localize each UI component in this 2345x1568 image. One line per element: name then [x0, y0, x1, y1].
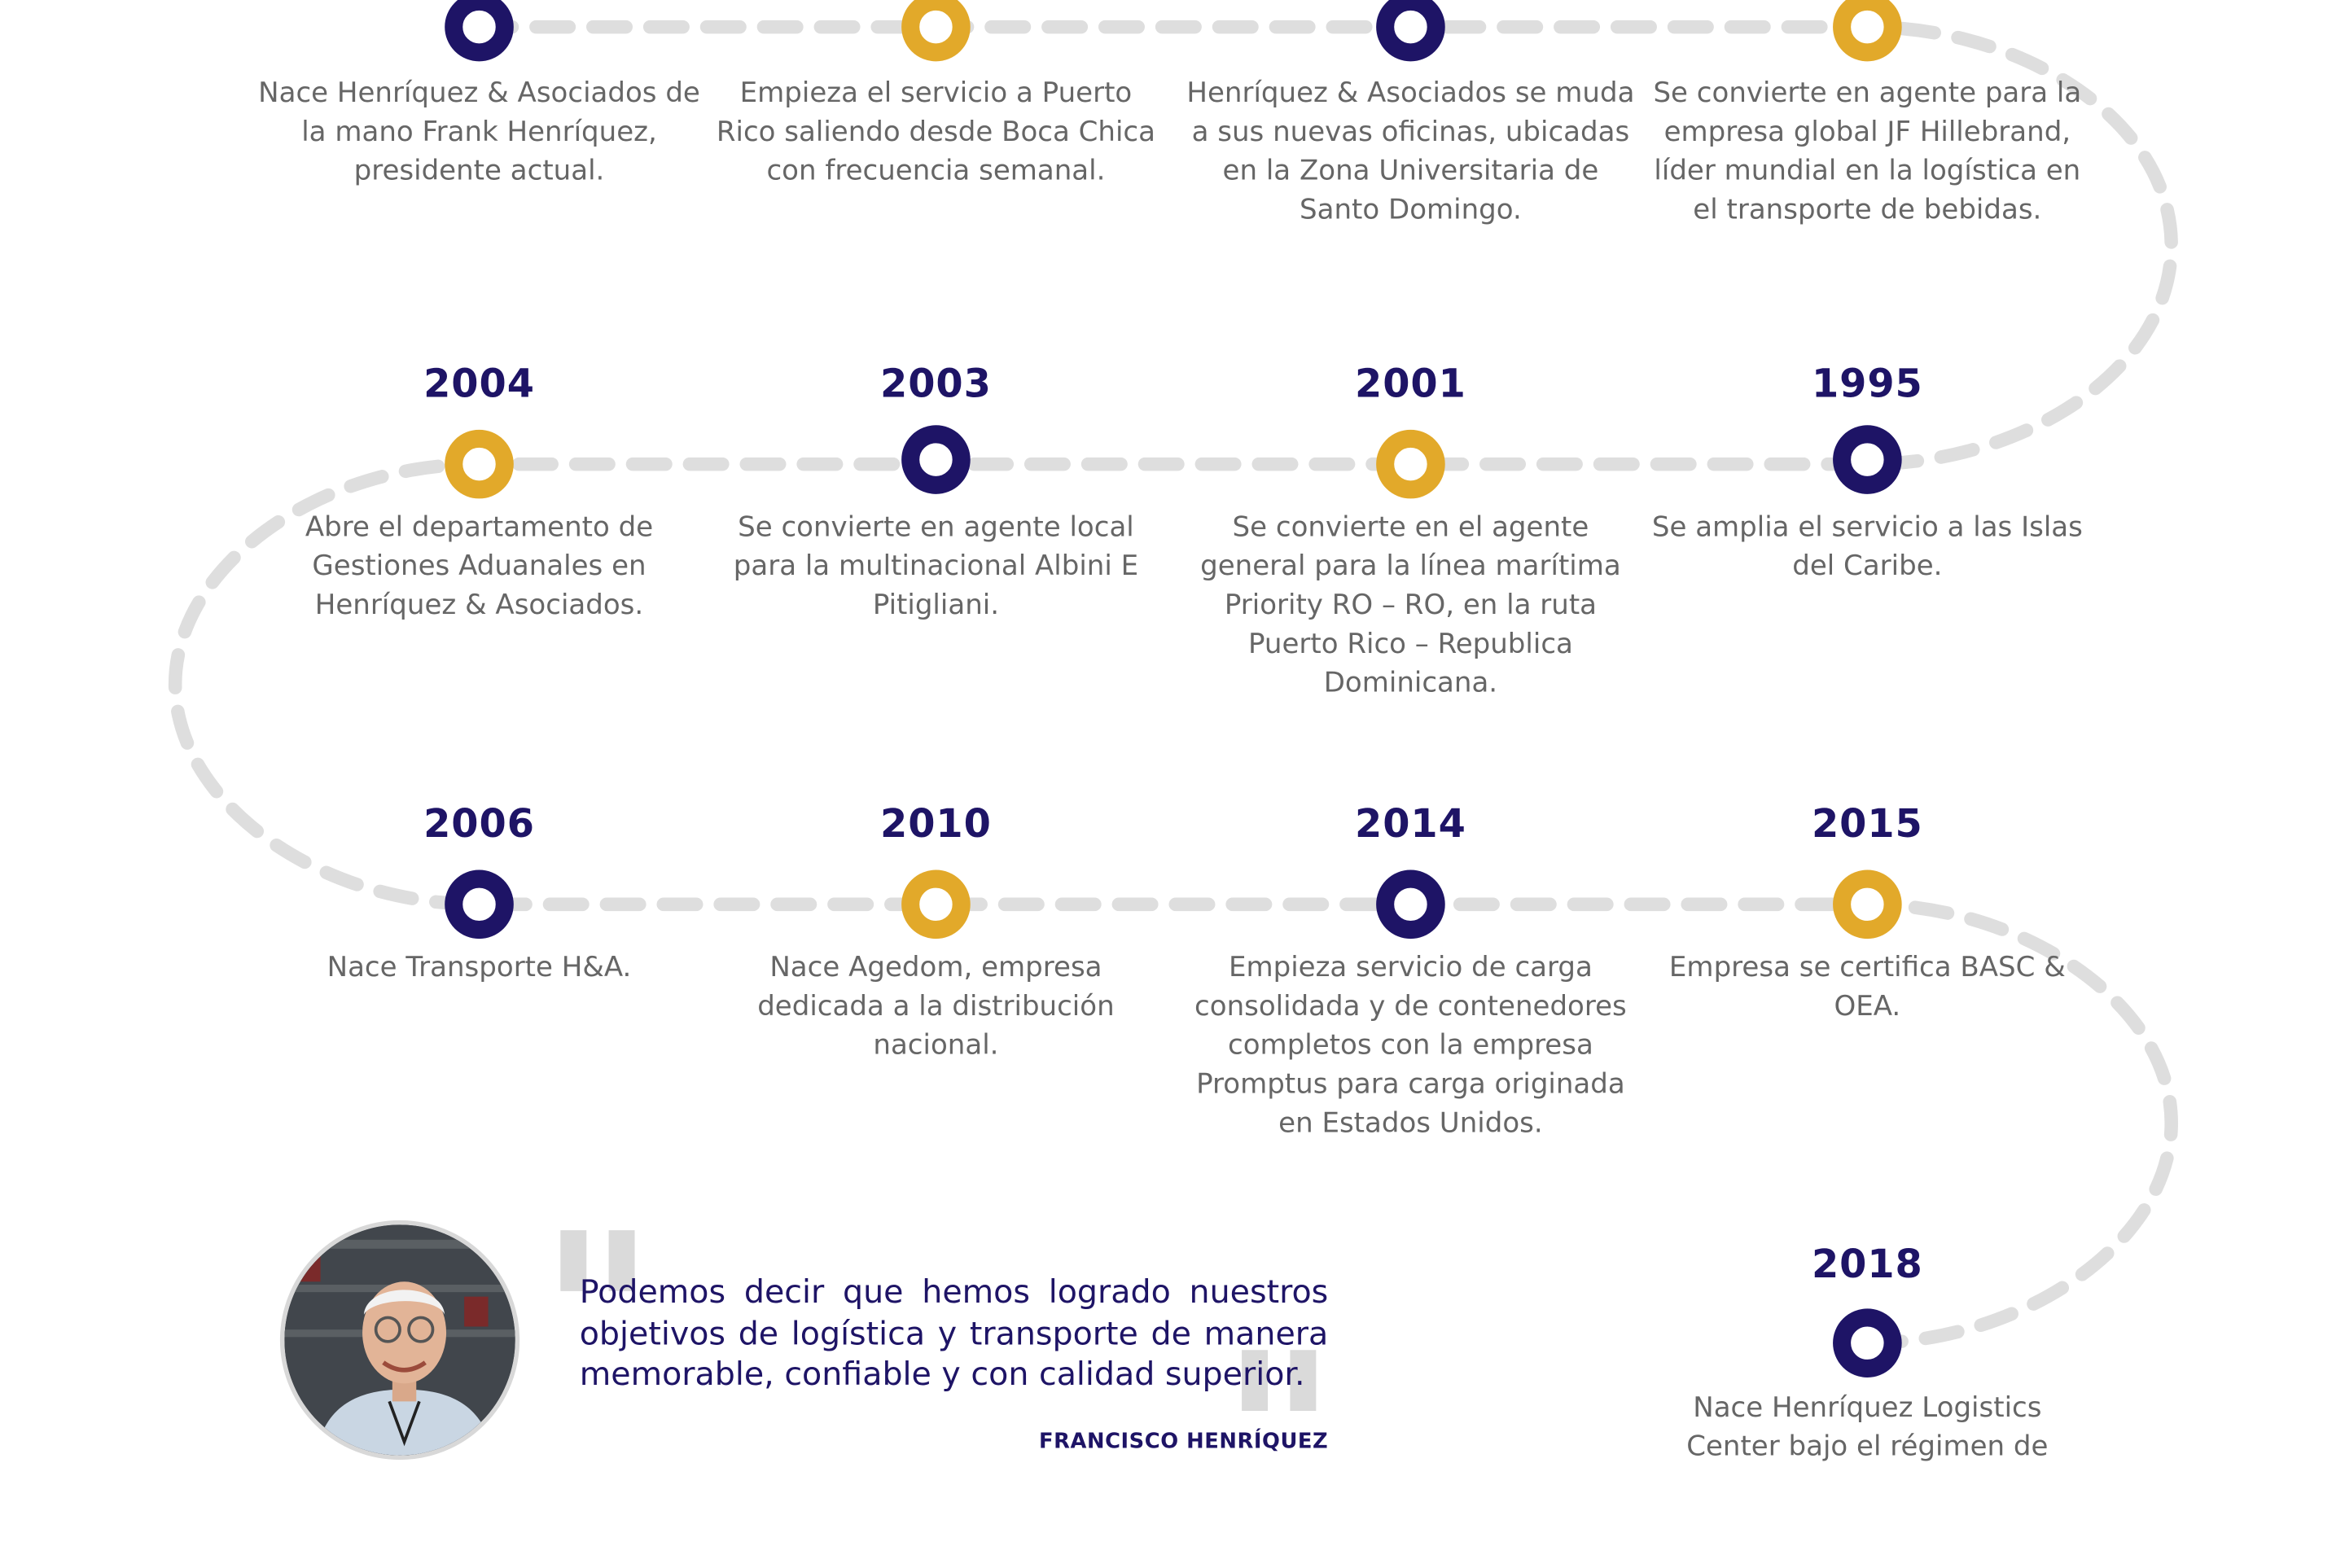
timeline-year: 2001 — [1355, 362, 1466, 408]
timeline-event-text: Empieza el servicio a Puerto Rico salien… — [716, 77, 1155, 187]
testimonial-author: FRANCISCO HENRÍQUEZ — [1038, 1430, 1329, 1454]
timeline-node — [901, 869, 971, 939]
timeline-node — [1376, 429, 1445, 499]
timeline-event-text: Empieza servicio de carga consolidada y … — [1194, 952, 1627, 1140]
timeline-event-text: Henríquez & Asociados se muda a sus nuev… — [1186, 77, 1635, 226]
timeline-node — [1376, 869, 1445, 939]
timeline-node — [901, 0, 971, 62]
timeline-year: 2010 — [880, 802, 992, 848]
timeline-year: 2015 — [1811, 802, 1923, 848]
timeline-node — [445, 869, 514, 939]
timeline-event-text: Empresa se certifica BASC & OEA. — [1668, 952, 2066, 1023]
timeline-event-text: Se convierte en el agente general para l… — [1200, 511, 1621, 699]
timeline-year: 1995 — [1811, 362, 1923, 408]
timeline-event-text: Se amplia el servicio a las Islas del Ca… — [1651, 511, 2083, 583]
timeline-year: 2014 — [1355, 802, 1466, 848]
timeline-event-text: Nace Henríquez & Asociados de la mano Fr… — [258, 77, 700, 187]
avatar — [279, 1220, 520, 1461]
timeline-node — [1833, 869, 1902, 939]
timeline-event-text: Nace Transporte H&A. — [327, 952, 632, 984]
history-timeline-page: Nace Henríquez & Asociados de la mano Fr… — [168, 0, 2178, 1549]
testimonial-quote: Podemos decir que hemos logrado nuestros… — [579, 1274, 1329, 1395]
timeline-event-text: Se convierte en agente local para la mul… — [733, 511, 1139, 622]
timeline-event-text: Abre el departamento de Gestiones Aduana… — [305, 511, 654, 622]
timeline-year: 2018 — [1811, 1242, 1923, 1288]
timeline-year: 2006 — [423, 802, 535, 848]
timeline-node — [901, 425, 971, 494]
timeline-node — [445, 429, 514, 499]
timeline-event-text: Nace Agedom, empresa dedicada a la distr… — [757, 952, 1115, 1062]
timeline-event-text: Se convierte en agente para la empresa g… — [1653, 77, 2082, 226]
timeline-year: 2003 — [880, 362, 992, 408]
timeline-node — [1833, 1308, 1902, 1377]
open-quote-icon: " — [539, 1187, 656, 1448]
timeline-node — [1833, 425, 1902, 494]
timeline-event-text: Nace Henríquez Logistics Center bajo el … — [1686, 1392, 2049, 1463]
person-photo-icon — [284, 1224, 515, 1456]
timeline-year: 2004 — [423, 362, 535, 408]
timeline-track — [168, 20, 2178, 1350]
